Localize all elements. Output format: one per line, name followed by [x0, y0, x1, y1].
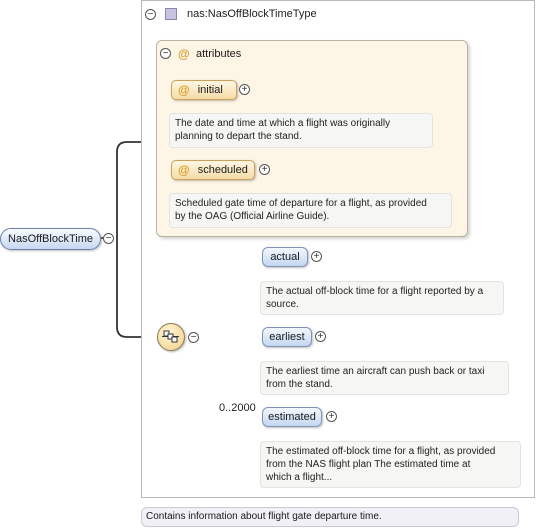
- attribute-initial-expand-toggle[interactable]: +: [239, 84, 250, 95]
- sequence-occurrence-label: 0..2000: [219, 402, 256, 414]
- element-actual[interactable]: actual: [262, 247, 308, 267]
- attribute-name: initial: [197, 84, 223, 96]
- element-estimated-expand-toggle[interactable]: +: [326, 411, 337, 422]
- doc-line: planning to depart the stand.: [175, 131, 302, 142]
- root-collapse-toggle[interactable]: −: [103, 233, 114, 244]
- root-element-nasoffblocktime[interactable]: NasOffBlockTime: [0, 228, 101, 250]
- attribute-at-icon: @: [178, 83, 190, 97]
- type-name: nas:NasOffBlockTimeType: [187, 8, 317, 20]
- doc-line: Scheduled gate time of departure for a f…: [175, 198, 427, 209]
- doc-line: The earliest time an aircraft can push b…: [266, 366, 485, 377]
- doc-line: The estimated off-block time for a fligh…: [266, 446, 496, 457]
- doc-line: from the stand.: [266, 379, 333, 390]
- element-name: estimated: [268, 411, 316, 423]
- sequence-compositor-icon[interactable]: [157, 323, 185, 351]
- doc-line: The date and time at which a flight was …: [175, 118, 391, 129]
- sequence-glyph: [162, 330, 179, 343]
- element-actual-documentation: The actual off-block time for a flight r…: [260, 281, 504, 315]
- root-element-documentation: Contains information about flight gate d…: [141, 507, 519, 527]
- element-name: earliest: [269, 331, 305, 343]
- attribute-scheduled-expand-toggle[interactable]: +: [259, 164, 270, 175]
- doc-line: by the OAG (Official Airline Guide).: [175, 211, 330, 222]
- attributes-label: attributes: [196, 48, 242, 60]
- complex-type-icon: [165, 8, 177, 20]
- attribute-scheduled-documentation: Scheduled gate time of departure for a f…: [169, 193, 452, 228]
- element-earliest[interactable]: earliest: [262, 327, 312, 347]
- element-estimated-documentation: The estimated off-block time for a fligh…: [260, 441, 521, 488]
- doc-line: from the NAS flight plan The estimated t…: [266, 459, 471, 470]
- element-actual-expand-toggle[interactable]: +: [311, 251, 322, 262]
- doc-line: The actual off-block time for a flight r…: [266, 286, 484, 297]
- attributes-collapse-toggle[interactable]: −: [160, 48, 171, 59]
- doc-line: source.: [266, 299, 299, 310]
- attribute-at-icon: @: [178, 47, 190, 61]
- attribute-initial-documentation: The date and time at which a flight was …: [169, 113, 433, 148]
- attribute-initial[interactable]: @ initial: [171, 80, 237, 100]
- element-earliest-expand-toggle[interactable]: +: [315, 331, 326, 342]
- type-collapse-toggle[interactable]: −: [145, 9, 156, 20]
- element-earliest-documentation: The earliest time an aircraft can push b…: [260, 361, 509, 395]
- attribute-scheduled[interactable]: @ scheduled: [171, 160, 255, 180]
- element-name: actual: [270, 251, 300, 263]
- root-element-name: NasOffBlockTime: [8, 233, 93, 245]
- attribute-name: scheduled: [197, 164, 248, 176]
- element-estimated[interactable]: estimated: [262, 407, 322, 427]
- sequence-collapse-toggle[interactable]: −: [188, 332, 199, 343]
- doc-line: which a flight...: [266, 472, 333, 483]
- attribute-at-icon: @: [178, 163, 190, 177]
